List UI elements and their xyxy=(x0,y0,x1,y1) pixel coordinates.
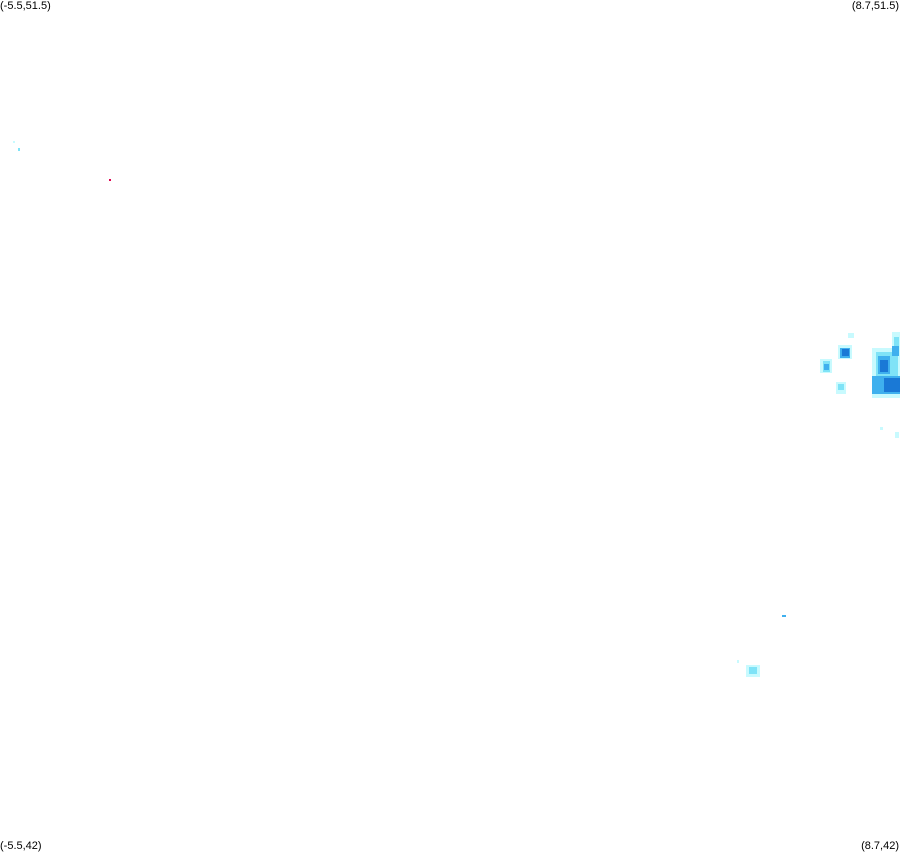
location-marker xyxy=(109,179,111,181)
echo-cluster-southeast xyxy=(737,615,786,677)
corner-label-top-right: (8.7,51.5) xyxy=(851,0,899,12)
echo-cluster-east xyxy=(820,332,900,438)
corner-label-bottom-right: (8.7,42) xyxy=(861,840,899,852)
corner-label-top-left: (-5.5,51.5) xyxy=(0,0,51,12)
echo-cluster-northwest xyxy=(13,141,20,151)
corner-label-bottom-left: (-5.5,42) xyxy=(0,840,42,852)
